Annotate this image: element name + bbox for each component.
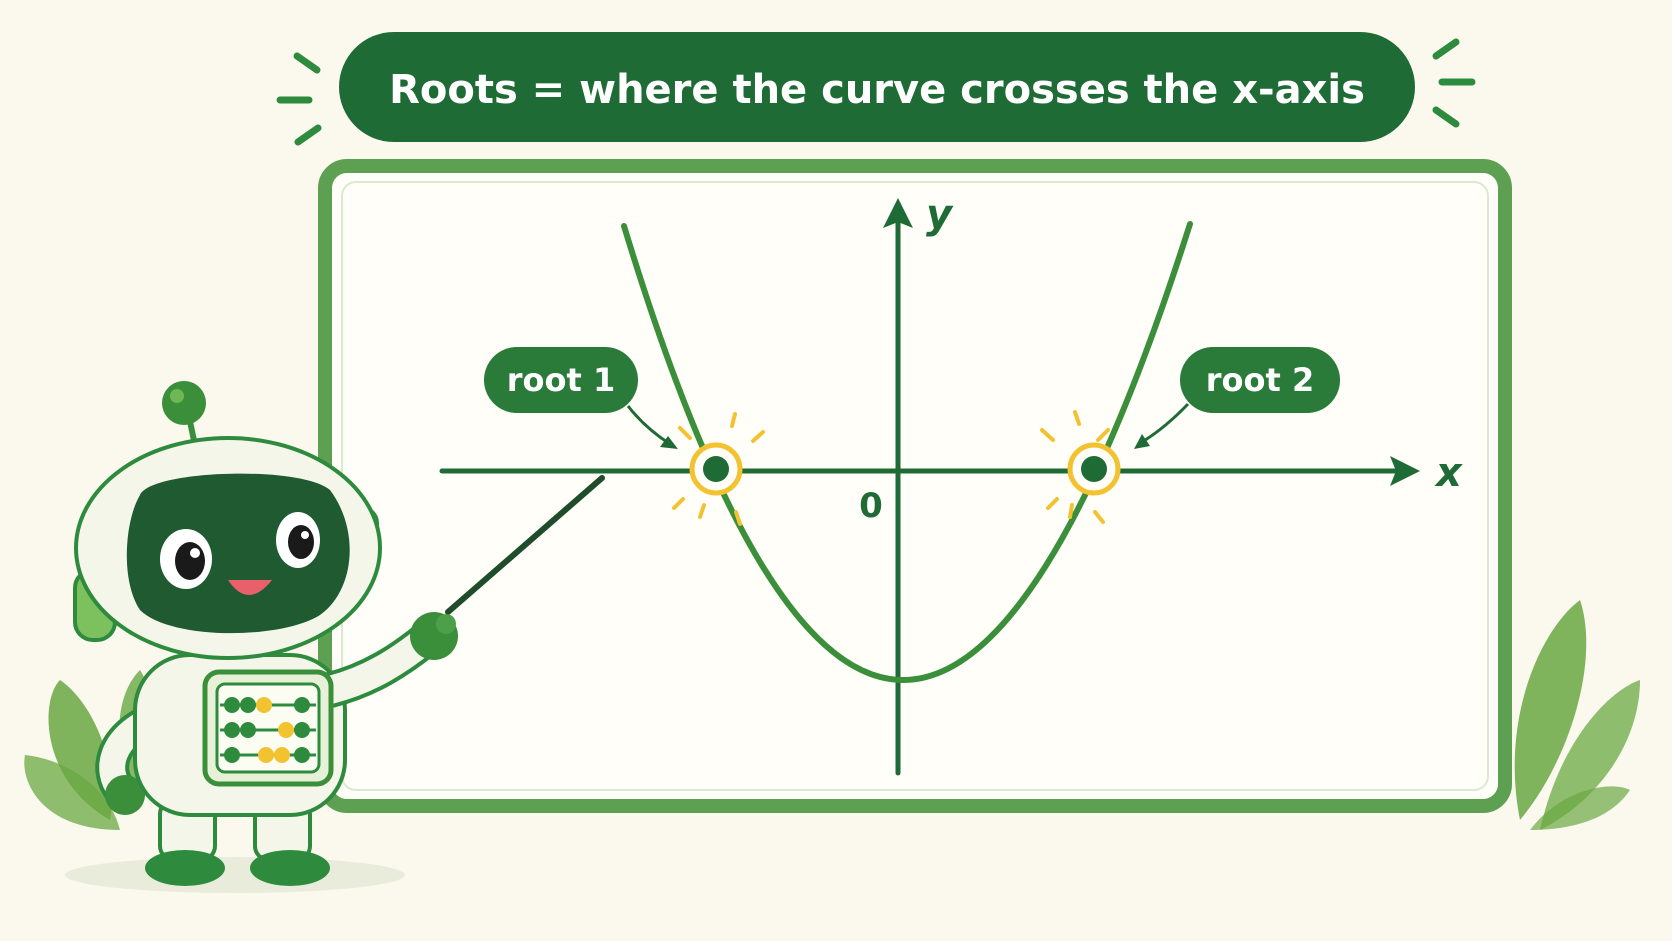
title-banner: Roots = where the curve crosses the x-ax… [339,32,1415,142]
root-label-2: root 2 [1134,347,1340,449]
x-axis-arrow-icon [1390,456,1420,486]
y-axis-arrow-icon [883,198,913,228]
label-pointer-arrow [1141,402,1190,444]
plant-right-icon [1514,600,1640,830]
y-axis-label: y [926,192,954,238]
title-text: Roots = where the curve crosses the x-ax… [389,67,1365,113]
root-marker-2 [1040,410,1121,524]
root-marker-1 [672,412,765,526]
abacus-icon [202,669,334,787]
root-label-2-text: root 2 [1206,361,1314,399]
root-label-1-text: root 1 [507,361,615,399]
graph-board [318,159,1512,813]
robot-mascot-icon [65,381,605,893]
x-axis-label: x [1434,450,1463,496]
x-axis [439,456,1420,486]
pointer-stick-icon [445,475,605,615]
sparkle-rays-icon [672,412,765,526]
sparkle-right-icon [1432,38,1476,128]
arrowhead-icon [1134,434,1150,449]
arrowhead-icon [660,436,678,449]
root-label-1: root 1 [484,347,678,449]
root-dot-icon [1081,456,1107,482]
origin-label: 0 [859,486,883,526]
sparkle-rays-icon [1040,410,1110,524]
sparkle-left-icon [276,52,322,146]
root-dot-icon [703,456,729,482]
